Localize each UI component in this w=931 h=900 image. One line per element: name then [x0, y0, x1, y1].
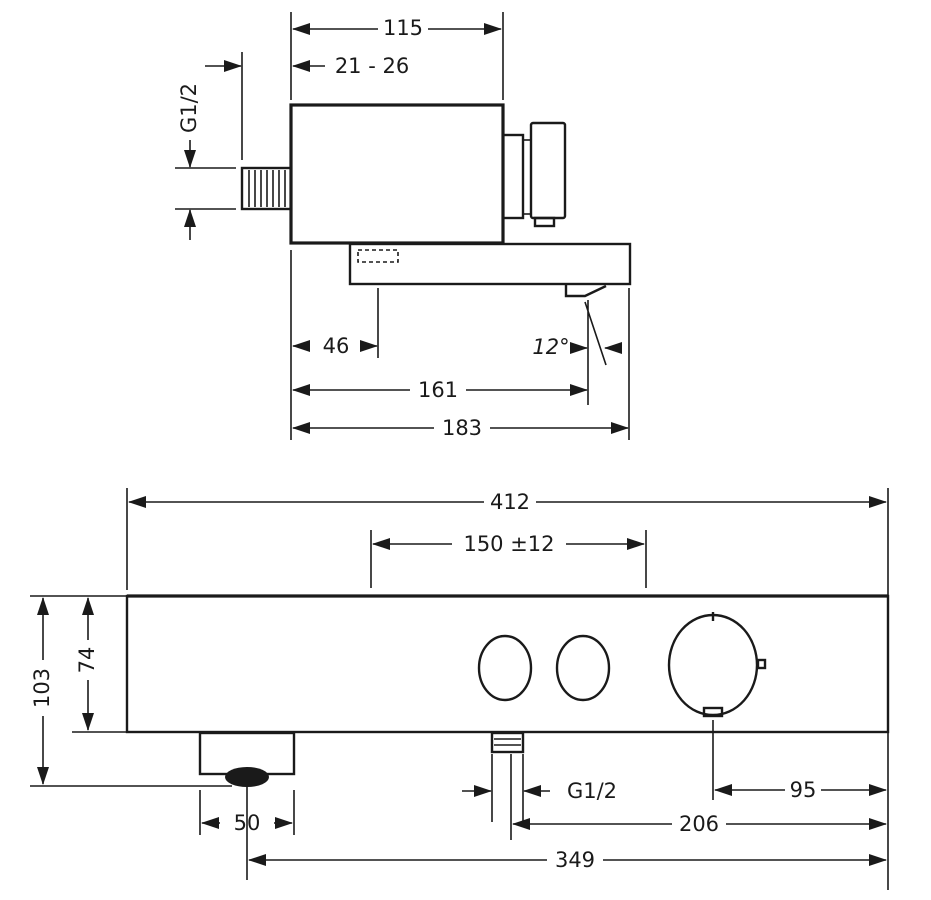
side-view: 115 21 - 26 G1/2 46 12° 161 183	[175, 12, 632, 441]
spout-side	[348, 242, 632, 298]
dim-g12-side: G1/2	[177, 83, 201, 133]
button-1	[477, 634, 533, 702]
dim-103: 103	[30, 668, 54, 708]
valve-body-side	[289, 103, 505, 245]
front-view: 412 150 ±12 103 74 50 G1/2 95 206 349	[30, 488, 890, 890]
dim-150-pm-12: 150 ±12	[463, 532, 554, 556]
thermostat-knob-front	[667, 612, 767, 718]
valve-body-front	[125, 594, 890, 734]
button-2	[555, 634, 611, 702]
dim-412: 412	[490, 490, 530, 514]
dim-46: 46	[323, 334, 350, 358]
spout-front	[198, 731, 296, 787]
inlet-nut-side	[240, 166, 293, 211]
dim-95: 95	[790, 778, 817, 802]
dim-g12-front: G1/2	[567, 779, 617, 803]
dim-206: 206	[679, 812, 719, 836]
dim-74: 74	[75, 647, 99, 674]
dim-115: 115	[383, 16, 423, 40]
dim-161: 161	[418, 378, 458, 402]
dim-183: 183	[442, 416, 482, 440]
dim-50: 50	[234, 811, 261, 835]
inlet-front	[490, 731, 525, 754]
dim-12-degrees: 12°	[532, 335, 569, 359]
dim-21-26: 21 - 26	[335, 54, 409, 78]
dim-349: 349	[555, 848, 595, 872]
thermostat-knob-side	[501, 121, 567, 228]
